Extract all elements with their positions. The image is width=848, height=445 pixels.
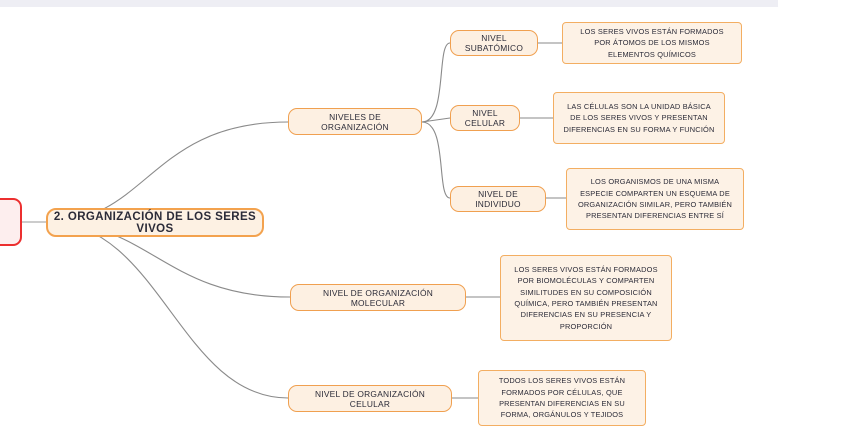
edge-niveles-to-celular: [421, 117, 451, 123]
root-node-label: 2. ORGANIZACIÓN DE LOS SERES VIVOS: [53, 210, 257, 235]
detail-node-nivel-organizacion-celular[interactable]: TODOS LOS SERES VIVOS ESTÁN FORMADOS POR…: [478, 370, 646, 426]
detail-node-nivel-de-individuo[interactable]: LOS ORGANISMOS DE UNA MISMA ESPECIE COMP…: [566, 168, 744, 230]
root-node[interactable]: 2. ORGANIZACIÓN DE LOS SERES VIVOS: [46, 208, 264, 237]
child-node-nivel-subatomico[interactable]: NIVEL SUBATÓMICO: [450, 30, 538, 56]
detail-text-nivel-de-individuo: LOS ORGANISMOS DE UNA MISMA ESPECIE COMP…: [577, 177, 733, 221]
branch-label-niveles: NIVELES DE ORGANIZACIÓN: [321, 111, 389, 132]
branch-node-nivel-organizacion-molecular[interactable]: NIVEL DE ORGANIZACIÓN MOLECULAR: [290, 284, 466, 311]
detail-text-nivel-celular: LAS CÉLULAS SON LA UNIDAD BÁSICA DE LOS …: [563, 101, 715, 134]
top-decoration-band: [0, 0, 848, 7]
child-node-nivel-celular[interactable]: NIVEL CELULAR: [450, 105, 520, 131]
edge-niveles-to-individuo: [421, 121, 451, 199]
branch-node-nivel-organizacion-celular[interactable]: NIVEL DE ORGANIZACIÓN CELULAR: [288, 385, 452, 412]
child-label-nivel-subatomico: NIVEL SUBATÓMICO: [464, 33, 524, 53]
edge-niveles-to-subatomico: [421, 42, 451, 123]
branch-label-molecular: NIVEL DE ORGANIZACIÓN MOLECULAR: [322, 287, 434, 308]
child-label-nivel-celular: NIVEL CELULAR: [464, 108, 506, 128]
detail-node-nivel-subatomico[interactable]: LOS SERES VIVOS ESTÁN FORMADOS POR ÁTOMO…: [562, 22, 742, 64]
detail-text-molecular: LOS SERES VIVOS ESTÁN FORMADOS POR BIOMO…: [514, 264, 658, 331]
detail-text-org-celular: TODOS LOS SERES VIVOS ESTÁN FORMADOS POR…: [498, 376, 626, 420]
child-node-nivel-de-individuo[interactable]: NIVEL DE INDIVIDUO: [450, 186, 546, 212]
branch-node-niveles-de-organizacion[interactable]: NIVELES DE ORGANIZACIÓN: [288, 108, 422, 135]
detail-text-nivel-subatomico: LOS SERES VIVOS ESTÁN FORMADOS POR ÁTOMO…: [580, 26, 724, 59]
edge-root-to-celular: [47, 221, 289, 399]
detail-node-nivel-organizacion-molecular[interactable]: LOS SERES VIVOS ESTÁN FORMADOS POR BIOMO…: [500, 255, 672, 341]
detail-node-nivel-celular[interactable]: LAS CÉLULAS SON LA UNIDAD BÁSICA DE LOS …: [553, 92, 725, 144]
edge-root-to-niveles: [47, 121, 289, 223]
child-label-nivel-de-individuo: NIVEL DE INDIVIDUO: [475, 189, 521, 209]
partial-offscreen-node[interactable]: [0, 198, 22, 246]
top-band-rounded-corner: [778, 0, 848, 22]
branch-label-org-celular: NIVEL DE ORGANIZACIÓN CELULAR: [314, 388, 426, 409]
